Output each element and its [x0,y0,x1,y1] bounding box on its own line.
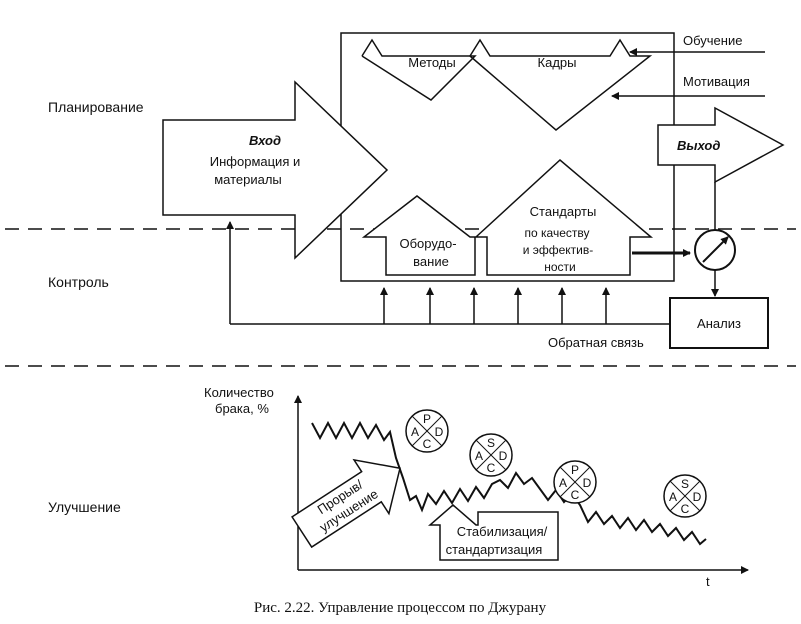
input-line1: Информация и [210,154,300,169]
staff-shape [469,38,653,131]
equipment-line2: вание [413,254,449,269]
analysis-label: Анализ [697,316,741,331]
input-title: Вход [249,133,281,148]
breakthrough-arrow: Прорыв/ улучшение [291,458,401,549]
standards-line2: и эффектив- [523,243,594,257]
graph-ylabel-line2: брака, % [215,401,269,416]
svg-text:C: C [681,502,690,516]
stabilization-line1: Стабилизация/ [457,524,548,539]
sdca-circle-2: S A D C [663,474,707,518]
figure-caption: Рис. 2.22. Управление процессом по Джура… [254,600,547,616]
output-label: Выход [677,138,720,153]
svg-text:S: S [487,436,495,450]
standards-line1: по качеству [525,226,590,240]
standards-title: Стандарты [530,204,597,219]
equipment-shape [361,195,476,276]
svg-text:A: A [411,425,419,439]
svg-text:P: P [423,412,431,426]
staff-label: Кадры [538,55,577,70]
svg-text:D: D [499,449,508,463]
svg-text:S: S [681,477,689,491]
svg-text:D: D [583,476,592,490]
svg-text:D: D [435,425,444,439]
methods-shape [361,38,477,101]
sdca-circle-1: S A D C [469,433,513,477]
training-label: Обучение [683,33,742,48]
stabilization-shape [427,504,559,561]
pdca-circle-1: P A D C [405,409,449,453]
svg-text:D: D [693,490,702,504]
standards-shape [474,159,654,276]
motivation-label: Мотивация [683,74,750,89]
svg-text:C: C [487,461,496,475]
svg-text:C: C [423,437,432,451]
analysis-box [669,297,769,349]
svg-text:C: C [571,488,580,502]
graph-xlabel: t [706,574,710,589]
feedback-arrows [380,287,610,324]
methods-label: Методы [408,55,455,70]
section-control: Контроль [48,274,109,290]
section-improvement: Улучшение [48,499,121,515]
svg-text:P: P [571,463,579,477]
standards-line3: ности [544,260,576,274]
feedback-label: Обратная связь [548,335,644,350]
output-arrow [657,106,785,184]
equipment-line1: Оборудо- [399,236,456,251]
svg-text:A: A [669,490,677,504]
defect-curve [311,420,707,546]
svg-text:A: A [559,476,567,490]
graph-ylabel-line1: Количество [204,385,274,400]
section-planning: Планирование [48,99,144,115]
svg-text:A: A [475,449,483,463]
input-line2: материалы [214,172,282,187]
stabilization-line2: стандартизация [446,542,543,557]
gauge-icon [694,229,736,271]
input-arrow [162,80,389,260]
pdca-circle-2: P A D C [553,460,597,504]
